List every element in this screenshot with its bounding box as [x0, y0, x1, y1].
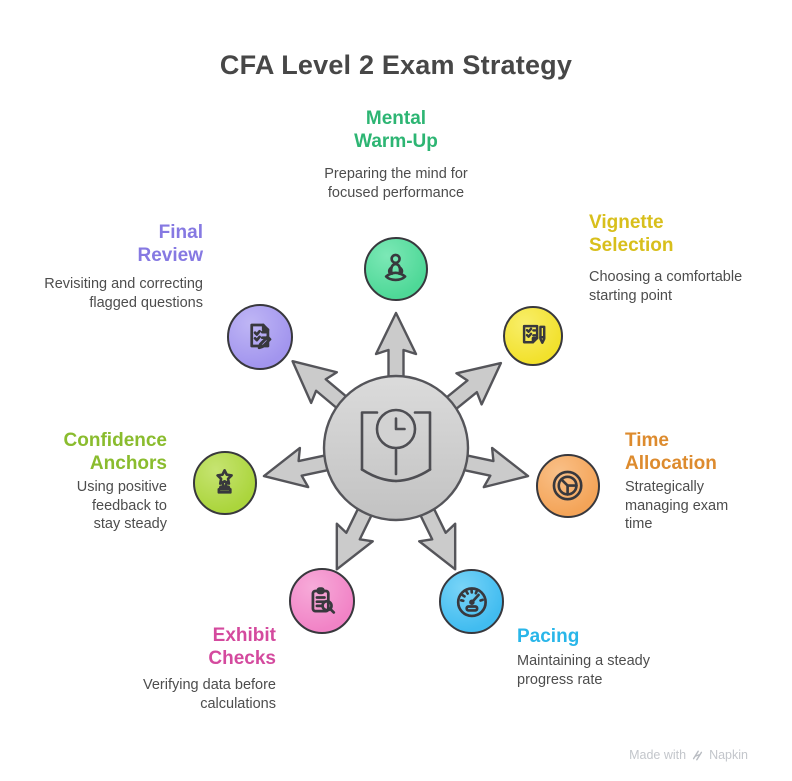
node-description: Preparing the mind for focused performan… — [324, 166, 468, 201]
watermark-text: Made with — [629, 748, 687, 762]
arrow-spokes — [258, 311, 534, 580]
checklist-pen-icon — [522, 324, 546, 344]
node-text-exhibit-checks: Exhibit Checks Verifying data before cal… — [95, 624, 276, 713]
document-pencil-icon — [250, 323, 272, 349]
node-heading: Time Allocation — [625, 430, 717, 475]
meditation-icon — [385, 253, 407, 282]
node-text-mental-warm-up: Mental Warm-Up Preparing the mind for fo… — [246, 107, 546, 202]
hub-circle — [322, 374, 470, 522]
node-heading: Pacing — [517, 626, 580, 647]
node-heading: Confidence Anchors — [63, 430, 167, 475]
node-circle-exhibit-checks — [289, 568, 355, 634]
node-description: Strategically managing exam time — [625, 479, 729, 533]
node-heading: Exhibit Checks — [208, 625, 276, 670]
node-text-final-review: Final Review Revisiting and correcting f… — [22, 221, 203, 312]
node-text-pacing: Pacing Maintaining a steady progress rat… — [517, 625, 722, 689]
open-book-clock-icon — [360, 408, 432, 483]
clipboard-magnifier-icon — [311, 586, 335, 614]
node-text-confidence-anchors: Confidence Anchors Using positive feedba… — [17, 429, 167, 534]
node-text-vignette-selection: Vignette Selection Choosing a comfortabl… — [589, 211, 779, 305]
node-circle-vignette-selection — [503, 306, 563, 366]
node-description: Using positive feedback to stay steady — [76, 479, 167, 533]
made-with-napkin-link[interactable]: Made with Napkin — [629, 748, 748, 762]
node-circle-confidence-anchors — [193, 451, 257, 515]
node-description: Revisiting and correcting flagged questi… — [44, 276, 203, 311]
node-heading: Mental Warm-Up — [354, 108, 438, 153]
speedometer-icon — [456, 586, 487, 617]
node-circle-pacing — [439, 569, 504, 634]
node-text-time-allocation: Time Allocation Strategically managing e… — [625, 429, 780, 534]
node-description: Verifying data before calculations — [142, 677, 276, 712]
watermark-brand: Napkin — [709, 748, 748, 762]
node-description: Maintaining a steady progress rate — [517, 653, 650, 688]
node-heading: Vignette Selection — [589, 212, 674, 257]
page-title: CFA Level 2 Exam Strategy — [219, 50, 573, 80]
trophy-star-icon — [216, 469, 234, 495]
node-circle-mental-warm-up — [364, 237, 428, 301]
node-description: Choosing a comfortable starting point — [589, 269, 743, 304]
napkin-logo-icon — [692, 750, 703, 760]
pie-chart-icon — [553, 471, 583, 501]
node-circle-final-review — [227, 304, 293, 370]
node-heading: Final Review — [137, 222, 203, 267]
node-circle-time-allocation — [536, 454, 600, 518]
